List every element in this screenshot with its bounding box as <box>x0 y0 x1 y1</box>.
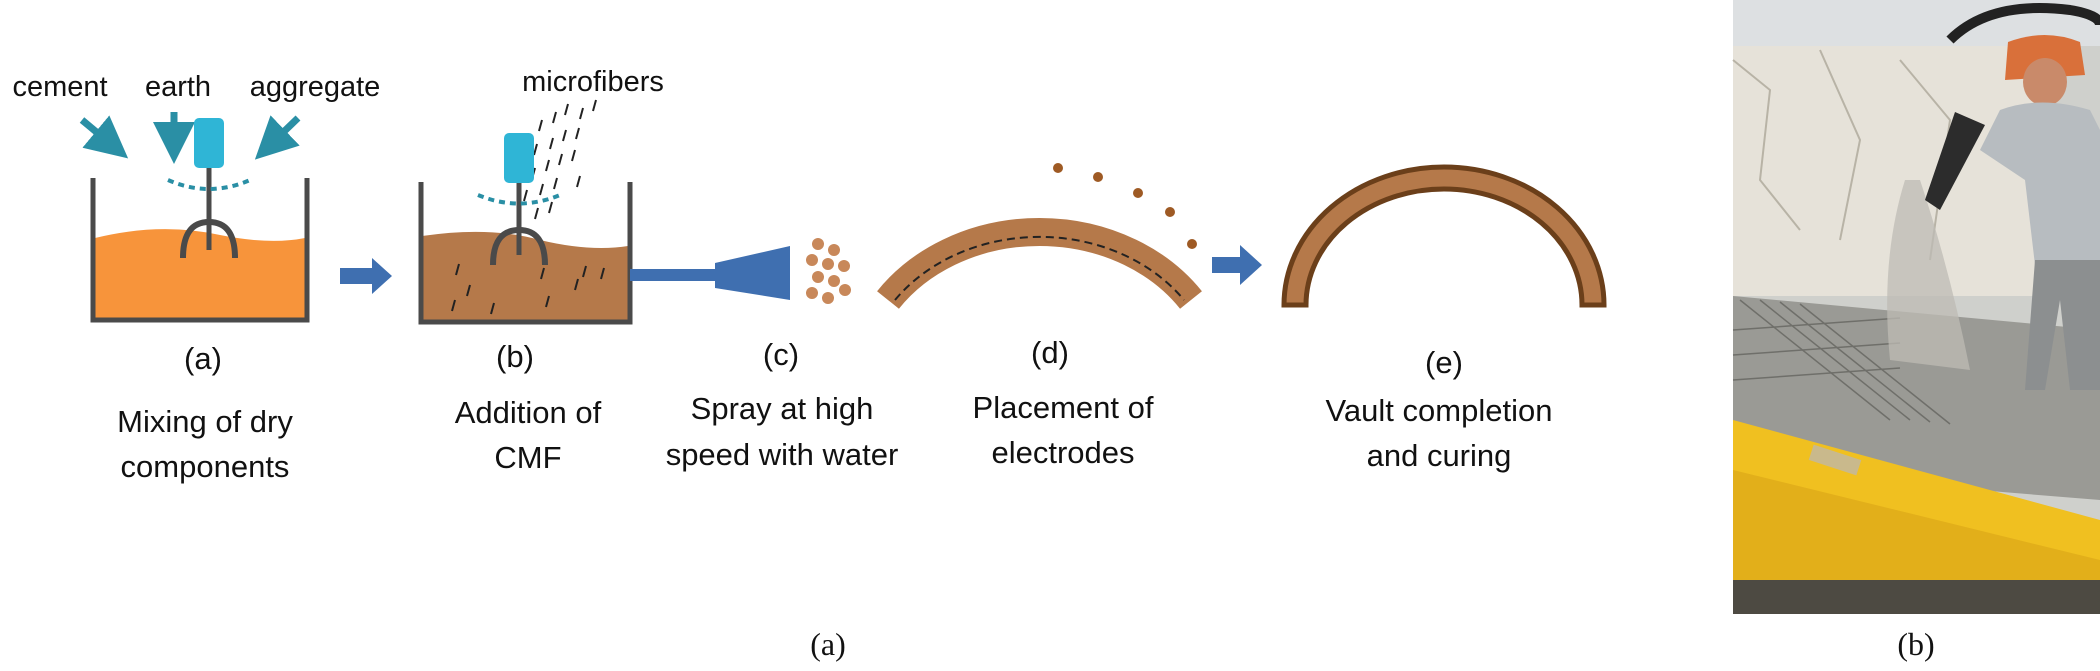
mixed-fibers <box>451 263 605 315</box>
step-title-line2: and curing <box>1367 438 1512 473</box>
step-title-line1: Spray at high <box>691 391 874 426</box>
step-letter: (e) <box>1425 345 1463 380</box>
step-c-spray-illustration <box>630 238 851 304</box>
step-letter: (a) <box>184 341 222 376</box>
step-title-line1: Addition of <box>455 395 602 430</box>
step-title-line2: CMF <box>494 440 561 475</box>
cement-input-arrow <box>79 115 129 159</box>
dry-mix-fill <box>95 229 305 318</box>
cement-label: cement <box>12 71 107 103</box>
electrode-line <box>894 235 1185 301</box>
mixing-container <box>418 182 633 325</box>
step-title-line1: Vault completion <box>1326 393 1553 428</box>
flow-arrow-d-e <box>1212 245 1262 285</box>
electrode-dots <box>1053 163 1197 249</box>
mixer-motor-icon <box>504 133 534 183</box>
mixing-container <box>90 178 310 323</box>
aggregate-input-arrow <box>254 115 301 160</box>
step-title-line1: Mixing of dry <box>117 404 293 439</box>
spray-droplets <box>806 238 851 304</box>
mixer-paddle <box>490 226 548 266</box>
step-d-arch-illustration <box>877 163 1202 309</box>
step-b-caption: (b) Addition of CMF <box>455 339 602 475</box>
panel-label-b: (b) <box>1897 626 1934 662</box>
step-e-vault-illustration <box>1281 164 1607 308</box>
photo-base <box>1733 580 2100 614</box>
panel-label-a: (a) <box>810 626 846 662</box>
photo-worker <box>1925 3 2100 390</box>
step-d-caption: (d) Placement of electrodes <box>973 335 1154 470</box>
step-c-caption: (c) Spray at high speed with water <box>666 337 899 472</box>
step-b-mixer-illustration: microfibers <box>418 66 664 325</box>
step-title-line2: components <box>121 449 290 484</box>
step-e-caption: (e) Vault completion and curing <box>1326 345 1553 473</box>
arch-shell <box>877 217 1202 309</box>
mixer-paddle <box>180 218 238 259</box>
photo-mesh <box>1732 299 1951 425</box>
step-a-mixer-illustration: cement earth aggregate <box>12 71 381 323</box>
aggregate-label: aggregate <box>250 71 381 103</box>
step-title-line2: electrodes <box>991 435 1134 470</box>
photo-spray-cloud <box>1887 180 1970 370</box>
mixer-motor-icon <box>194 118 224 168</box>
wet-mix-fill <box>422 231 628 320</box>
step-title-line2: speed with water <box>666 437 899 472</box>
step-a-caption: (a) Mixing of dry components <box>117 341 293 484</box>
spray-nozzle-icon <box>715 246 790 300</box>
vault-shell <box>1281 164 1607 308</box>
step-title-line1: Placement of <box>973 390 1154 425</box>
construction-photo <box>1732 0 2100 614</box>
microfibers-label: microfibers <box>522 66 664 98</box>
spray-hose <box>630 269 715 281</box>
step-letter: (c) <box>763 337 799 372</box>
flow-arrow-a-b <box>340 258 392 294</box>
step-letter: (b) <box>496 339 534 374</box>
earth-label: earth <box>145 71 211 103</box>
step-letter: (d) <box>1031 335 1069 370</box>
